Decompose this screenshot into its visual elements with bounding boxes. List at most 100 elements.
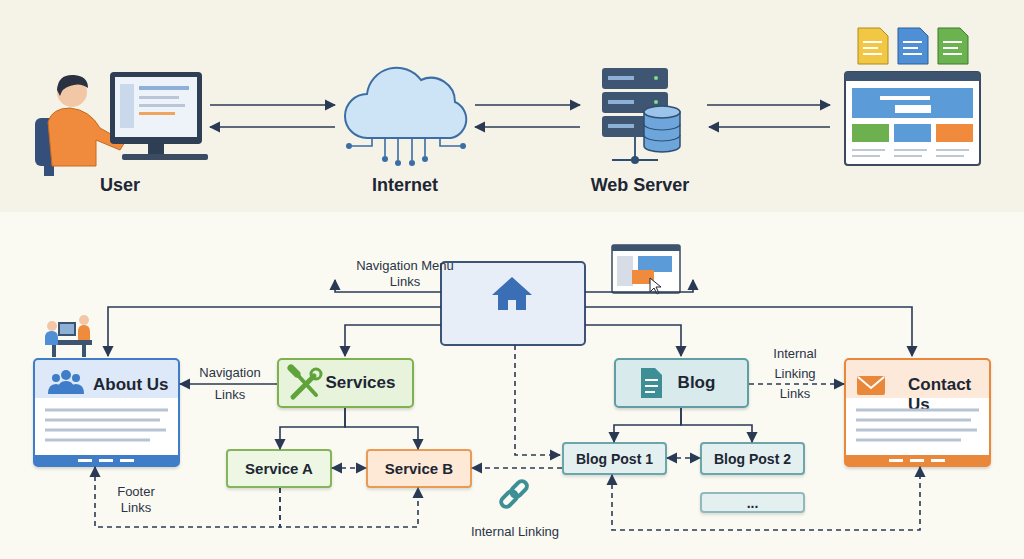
document-icons — [858, 28, 968, 64]
document-icon — [641, 368, 662, 398]
webpage-illustration — [880, 96, 930, 100]
server-illustration — [602, 68, 680, 164]
node-label: Blog Post 1 — [576, 451, 653, 467]
annotation-label: Navigation Menu Links — [350, 258, 460, 290]
connector — [345, 408, 418, 449]
envelope-icon — [857, 376, 885, 395]
mini-webpage — [612, 245, 680, 294]
footer-marks — [120, 459, 134, 462]
chain-icon — [499, 489, 519, 509]
subpage-box: Service A — [226, 449, 332, 488]
connector-label: Footer Links — [104, 484, 168, 516]
node-label: Web Server — [591, 175, 690, 196]
node-label: Blog — [678, 373, 716, 393]
section-box: Blog — [614, 358, 749, 408]
node-label: Services — [326, 373, 396, 393]
people-at-desk-icon — [78, 325, 90, 340]
layout-arrow — [345, 325, 441, 356]
document-icons — [863, 42, 962, 54]
footer-marks — [78, 459, 945, 462]
people-at-desk-icon — [47, 321, 57, 331]
home-box — [441, 262, 585, 345]
text-placeholder-lines — [45, 410, 979, 440]
people-at-desk-icon — [45, 331, 58, 345]
cloud-illustration — [345, 68, 466, 138]
cloud-illustration — [395, 160, 401, 166]
network-node: Internet — [335, 60, 475, 200]
envelope-icon — [858, 377, 884, 388]
connector — [280, 408, 345, 449]
people-at-desk-icon — [45, 315, 92, 357]
connector — [667, 457, 700, 459]
footer-marks — [889, 459, 903, 462]
document-icons — [858, 28, 888, 64]
cloud-illustration — [409, 160, 415, 166]
bottom-band — [0, 212, 1024, 559]
post-box: Blog Post 2 — [700, 442, 805, 475]
node-label: Blog Post 2 — [714, 451, 791, 467]
mini-webpage — [617, 256, 633, 286]
people-at-desk-icon — [82, 345, 86, 357]
server-illustration — [654, 76, 658, 80]
mini-webpage — [638, 256, 672, 272]
text-placeholder-lines — [45, 410, 168, 440]
connector — [95, 467, 280, 527]
user-illustration — [139, 86, 189, 90]
server-illustration — [644, 106, 680, 118]
layout-arrow — [108, 307, 441, 356]
connector — [472, 467, 562, 469]
people-at-desk-icon — [46, 340, 92, 345]
people-icon — [48, 384, 64, 394]
subpage-box: Service B — [366, 449, 472, 488]
user-illustration — [139, 112, 175, 115]
connector — [332, 467, 366, 469]
connector — [749, 383, 844, 385]
layout-arrow — [707, 104, 830, 106]
webpage-illustration — [852, 150, 969, 156]
layout-arrow — [707, 105, 830, 127]
tools-icon — [291, 368, 297, 374]
network-node: User — [30, 60, 210, 200]
webpage-illustration — [845, 72, 980, 81]
webpage-illustration — [845, 72, 980, 165]
tools-icon — [311, 369, 321, 379]
user-illustration — [110, 72, 202, 144]
mini-webpage — [612, 245, 680, 293]
people-icon — [57, 381, 75, 394]
footer-marks — [910, 459, 924, 462]
server-illustration — [644, 124, 680, 141]
connector — [475, 126, 580, 128]
tools-icon — [291, 368, 321, 397]
cloud-illustration — [346, 143, 352, 149]
page-card: About Us — [33, 358, 180, 467]
more-box: ... — [700, 492, 805, 513]
user-illustration — [57, 75, 88, 96]
node-label: Service B — [385, 460, 453, 477]
server-illustration — [608, 100, 634, 104]
post-box: Blog Post 1 — [562, 442, 667, 475]
webpage-illustration — [895, 105, 931, 113]
document-icons — [938, 28, 968, 64]
connector — [475, 104, 580, 106]
server-illustration — [608, 76, 634, 80]
people-icon — [48, 370, 84, 394]
cloud-illustration — [345, 68, 466, 166]
connector — [280, 488, 418, 527]
home-box — [492, 277, 532, 310]
cloud-illustration — [382, 156, 388, 162]
server-illustration — [602, 68, 668, 89]
connector — [612, 467, 920, 530]
document-icon — [641, 368, 662, 398]
chain-icon — [509, 479, 529, 499]
cloud-illustration — [422, 156, 428, 162]
node-label: Internet — [372, 175, 438, 196]
user-illustration — [139, 96, 179, 99]
tools-icon — [294, 371, 316, 395]
webpage-illustration — [936, 124, 973, 142]
node-label: ... — [747, 496, 759, 510]
connector — [681, 408, 752, 442]
